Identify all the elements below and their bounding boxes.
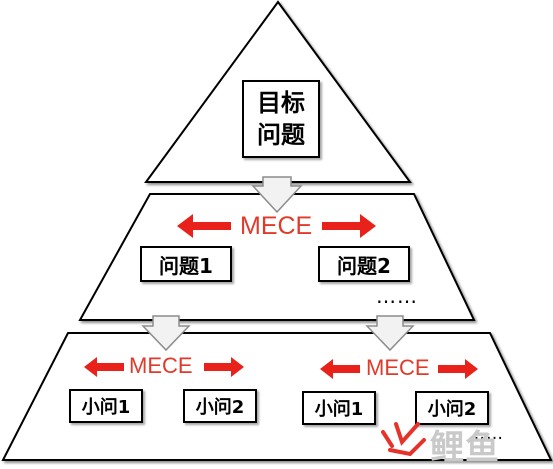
watermark-text: 鲤鱼: [430, 428, 500, 468]
problem-1-box: 问题1: [140, 246, 232, 282]
sub-question-1-box: 小问1: [302, 391, 376, 425]
down-arrow-icon: [141, 315, 191, 352]
right-arrow-icon: [204, 357, 244, 377]
lingyu-logo-icon: [381, 422, 426, 457]
goal-box-line1: 目标: [257, 89, 305, 117]
middle-ellipsis: ……: [376, 284, 418, 308]
sub-question-2-box: 小问2: [415, 391, 489, 425]
left-arrow-icon: [320, 359, 360, 379]
problem-2-box: 问题2: [318, 246, 410, 282]
goal-box-line2: 问题: [257, 121, 305, 149]
left-arrow-icon: [177, 214, 231, 238]
right-arrow-icon: [322, 214, 376, 238]
right-arrow-icon: [438, 359, 478, 379]
bottom-right-ellipsis: ……: [468, 424, 504, 444]
mece-label: MECE: [366, 355, 430, 380]
left-arrow-icon: [84, 357, 124, 377]
sub-question-1-box: 小问1: [69, 389, 143, 423]
down-arrow-icon: [365, 315, 415, 352]
mece-label: MECE: [129, 353, 193, 378]
down-arrow-icon: [251, 176, 303, 214]
sub-question-2-box: 小问2: [183, 389, 257, 423]
goal-problem-box: 目标 问题: [242, 80, 320, 158]
mece-label: MECE: [240, 212, 313, 240]
